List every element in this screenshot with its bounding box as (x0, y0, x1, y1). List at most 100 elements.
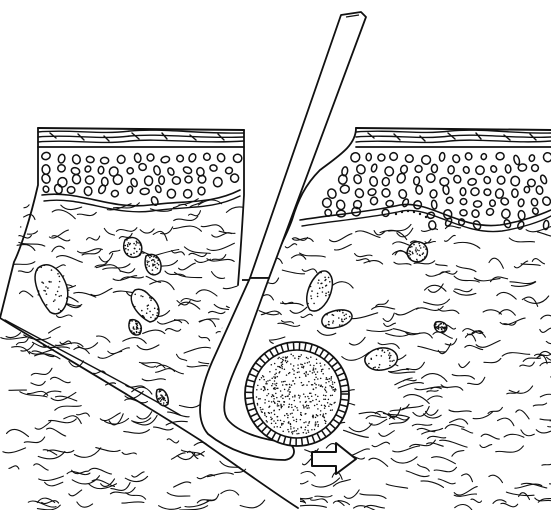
lumen-dot (278, 405, 280, 407)
stipple-dot (159, 389, 161, 391)
stipple-dot (149, 297, 151, 299)
dermis-fiber (394, 262, 411, 265)
lumen-dot (320, 414, 322, 416)
dermis-fiber (223, 285, 246, 289)
lumen-dot (295, 377, 297, 379)
dermis-fiber (523, 358, 540, 361)
stipple-dot (47, 287, 49, 289)
lumen-dot (308, 381, 310, 383)
lumen-dot (317, 426, 319, 428)
stipple-dot (58, 286, 60, 288)
lumen-dot (329, 385, 331, 387)
stipple-dot (333, 320, 335, 322)
epidermal-cell (72, 174, 81, 184)
stipple-dot (55, 294, 57, 296)
epidermal-cell (72, 154, 82, 165)
stipple-dot (158, 398, 160, 400)
dermis-fiber (481, 434, 499, 439)
lumen-dot (287, 361, 289, 363)
dermis-fiber (418, 464, 430, 471)
dermis-fiber (67, 472, 90, 475)
stipple-dot (437, 326, 439, 328)
lumen-dot (321, 405, 323, 407)
epidermal-cell (40, 173, 51, 185)
lumen-dot (290, 426, 292, 428)
lumen-dot (305, 372, 307, 374)
stipple-dot (160, 400, 162, 402)
stipple-dot (389, 365, 391, 367)
stipple-dot (134, 294, 136, 296)
dermis-fiber (167, 439, 179, 443)
dermis-fiber (432, 457, 456, 464)
dermis-fiber (450, 419, 468, 424)
stipple-dot (150, 317, 152, 319)
lumen-dot (260, 409, 262, 411)
stipple-dot (156, 395, 158, 397)
lumen-dot (297, 428, 299, 430)
dermis-fiber (272, 479, 287, 488)
lumen-dot (291, 384, 293, 386)
stipple-dot (409, 257, 411, 259)
lumen-dot (266, 381, 268, 383)
stipple-dot (338, 317, 340, 319)
stipple-dot (126, 239, 128, 241)
epidermal-cell (382, 177, 391, 186)
stipple-dot (140, 328, 142, 330)
stipple-dot (161, 395, 163, 397)
lumen-dot (284, 369, 286, 371)
epidermal-cell (353, 174, 363, 185)
lumen-dot (271, 396, 273, 398)
stipple-dot (322, 287, 324, 289)
stipple-dot (160, 403, 162, 405)
epidermal-cell (470, 187, 480, 197)
dermis-fiber (184, 247, 210, 254)
dermis-fiber (386, 333, 409, 336)
lumen-dot (294, 406, 296, 408)
stipple-dot (146, 312, 148, 314)
stipple-dot (148, 261, 150, 263)
lumen-dot (264, 412, 266, 414)
dermis-fiber (12, 262, 35, 265)
lumen-dot (260, 407, 262, 409)
dermis-fiber (100, 413, 120, 421)
dermis-fiber (504, 434, 524, 437)
epidermal-cell (527, 179, 536, 187)
lumen-dot (264, 402, 266, 404)
stipple-dot (147, 308, 149, 310)
stipple-dot (326, 314, 328, 316)
dermis-fiber (301, 314, 312, 317)
epidermal-cell (471, 209, 480, 218)
lumen-dot (305, 406, 307, 408)
dermis-fiber (330, 234, 352, 242)
stipple-dot (54, 299, 56, 301)
lumen-dot (299, 401, 301, 403)
dermis-fiber (197, 475, 214, 479)
stipple-dot (387, 350, 389, 352)
lumen-dot (277, 401, 279, 403)
lumen-dot (307, 425, 309, 427)
stipple-dot (131, 320, 133, 322)
lumen-dot (303, 384, 305, 386)
lumen-dot (287, 395, 289, 397)
stipple-dot (329, 281, 331, 283)
dermis-fiber (438, 479, 455, 484)
stipple-dot (157, 312, 159, 314)
dermis-fiber (31, 381, 45, 385)
stipple-dot (133, 328, 135, 330)
epidermal-cell (183, 189, 192, 198)
lumen-dot (296, 419, 298, 421)
epidermal-cell (198, 187, 206, 195)
stipple-dot (325, 285, 327, 287)
lumen-dot (283, 421, 285, 423)
stipple-dot (317, 282, 319, 284)
lumen-dot (273, 409, 275, 411)
dermis-fiber (120, 269, 135, 273)
dermis-fiber (278, 462, 296, 471)
epidermal-cell (389, 152, 399, 162)
dermis-fiber (425, 285, 447, 291)
dermis-fiber (154, 427, 174, 430)
dermis-fiber (77, 413, 90, 416)
dermis-fiber (38, 452, 65, 459)
dermis-fiber (184, 347, 210, 353)
lumen-dot (305, 402, 307, 404)
